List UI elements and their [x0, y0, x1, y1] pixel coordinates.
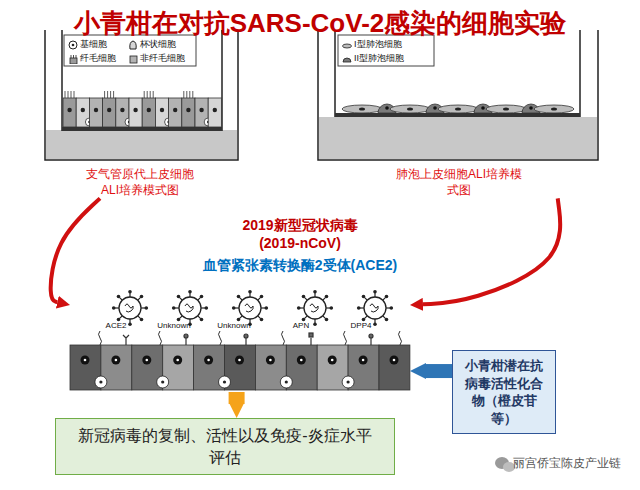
- arrow-connector: [423, 198, 560, 304]
- infection-model: ACE2 Unknown Unknown APN DPP4: [70, 292, 410, 392]
- legend-item: 纤毛细胞: [68, 52, 116, 65]
- virus-heading: 2019新型冠状病毒 (2019-nCoV): [234, 216, 366, 252]
- alveolar-culture: [318, 30, 598, 160]
- compound-box: 小青柑潜在抗病毒活性化合物（橙皮苷等）: [452, 350, 556, 434]
- legend-item: 基细胞: [68, 38, 107, 51]
- node-text: 新冠病毒的复制、活性以及免疫-炎症水平评估: [74, 425, 376, 468]
- receptor-label: ACE2: [96, 322, 136, 331]
- legend-text: 纤毛细胞: [80, 52, 116, 65]
- legend-symbol: [342, 54, 352, 64]
- legend-text: 杯状细胞: [140, 38, 176, 51]
- receptor-label: DPP4: [341, 322, 381, 331]
- legend-text: I型肺泡细胞: [354, 38, 402, 51]
- legend-symbol: [68, 40, 78, 50]
- receptor-label: Unknown: [154, 322, 194, 331]
- legend-symbol: [128, 40, 138, 50]
- legend-item: 杯状细胞: [128, 38, 176, 51]
- receptor-heading: 血管紧张素转换酶2受体(ACE2): [170, 256, 430, 274]
- arrow-connector: [426, 364, 452, 378]
- legend-symbol: [128, 54, 138, 64]
- legend-item: I型肺泡细胞: [342, 38, 402, 51]
- receptor-label: Unknown: [214, 322, 254, 331]
- bronchial-culture: [45, 30, 238, 160]
- node-text: 小青柑潜在抗病毒活性化合物（橙皮苷等）: [461, 357, 547, 427]
- arrow-connector: [229, 392, 245, 404]
- node-text: 支气管原代上皮细胞 ALI培养模式图: [79, 166, 201, 198]
- legend-symbol: [68, 54, 78, 64]
- legend-symbol: [342, 40, 352, 50]
- watermark-icon: [495, 457, 515, 472]
- result-box: 新冠病毒的复制、活性以及免疫-炎症水平评估: [55, 418, 395, 475]
- infection-model: [70, 290, 410, 390]
- title: 小青柑在对抗SARS-CoV-2感染的细胞实验: [0, 6, 640, 41]
- legend-text: II型肺泡细胞: [354, 52, 404, 65]
- legend-item: 非纤毛细胞: [128, 52, 185, 65]
- receptor-label: APN: [281, 322, 321, 331]
- watermark: 丽宫侨宝陈皮产业链: [513, 456, 635, 472]
- legend-text: 非纤毛细胞: [140, 52, 185, 65]
- arrow-connector: [51, 198, 100, 302]
- node-text: 肺泡上皮细胞ALI培养模式图: [393, 166, 525, 198]
- legend-text: 基细胞: [80, 38, 107, 51]
- legend-item: II型肺泡细胞: [342, 52, 404, 65]
